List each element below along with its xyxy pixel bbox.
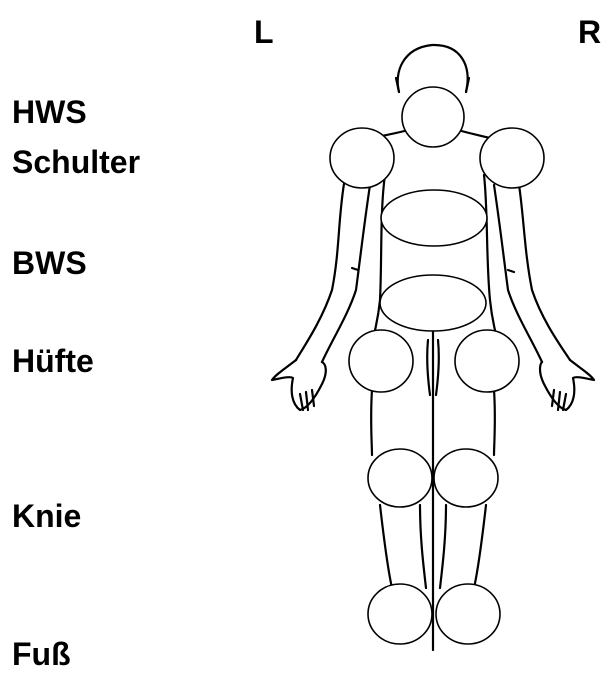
bws-zone <box>381 190 487 246</box>
huefte-zone-right <box>455 330 519 392</box>
lws-zone <box>380 275 486 331</box>
knie-zone-right <box>434 449 498 507</box>
knie-zone-left <box>368 449 432 507</box>
schulter-zone-left <box>330 128 394 188</box>
schulter-zone-right <box>480 128 544 188</box>
huefte-zone-left <box>349 330 413 392</box>
fuss-zone-left <box>368 584 432 644</box>
fuss-zone-right <box>436 584 500 644</box>
hws-zone <box>402 87 464 147</box>
head-outline <box>396 45 469 92</box>
